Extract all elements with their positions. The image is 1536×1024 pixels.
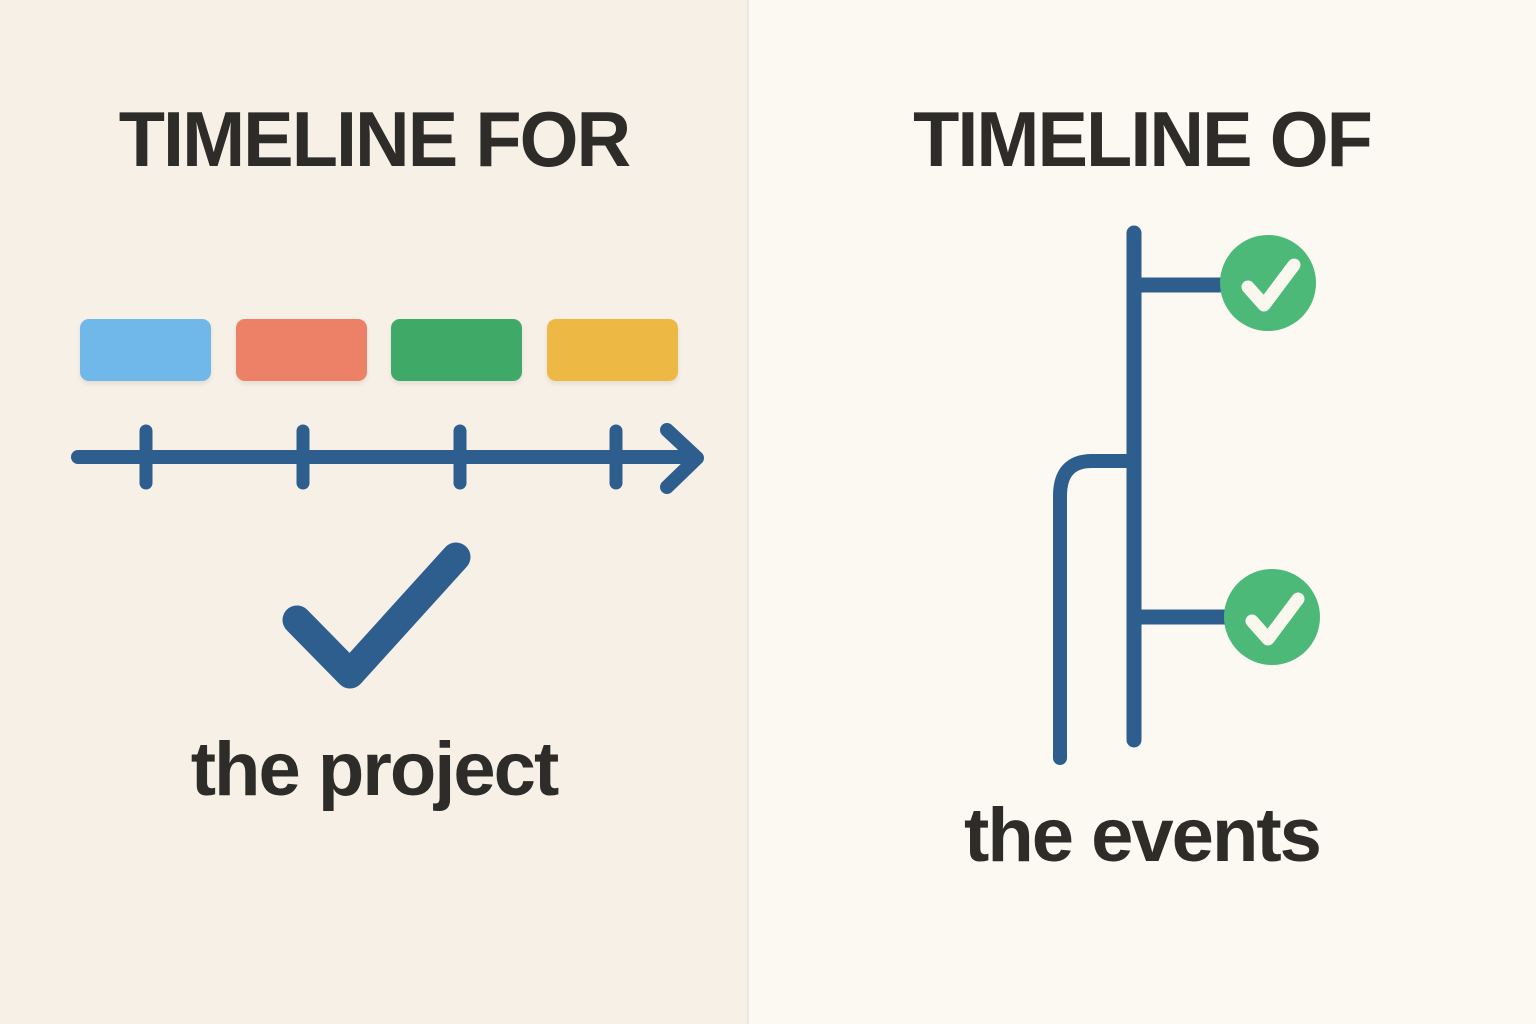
arrowhead-icon [660, 423, 704, 494]
left-panel: TIMELINE FOR the project [0, 0, 748, 1024]
timeline-arrow-icon [71, 423, 704, 494]
check-glyph-icon [1241, 258, 1301, 312]
events-branch-icon [1053, 225, 1320, 765]
check-glyph-icon [1245, 592, 1305, 646]
branch-line-curved [1053, 454, 1141, 765]
right-panel: TIMELINE OF the events [748, 0, 1536, 1024]
panel-divider [747, 0, 749, 1024]
check-circle-icon [1224, 569, 1320, 665]
gantt-bar-green [391, 319, 523, 381]
right-panel-title: TIMELINE OF [913, 95, 1373, 183]
check-circle-icon [1220, 235, 1316, 331]
gantt-bar-blue [80, 319, 211, 381]
right-panel-label: the events [964, 793, 1322, 878]
left-panel-title: TIMELINE FOR [118, 95, 631, 183]
gantt-bars [80, 319, 678, 381]
left-panel-label: the project [190, 727, 560, 812]
gantt-bar-salmon [235, 319, 367, 381]
gantt-bar-yellow [546, 319, 678, 381]
checkmark-icon [282, 542, 471, 689]
